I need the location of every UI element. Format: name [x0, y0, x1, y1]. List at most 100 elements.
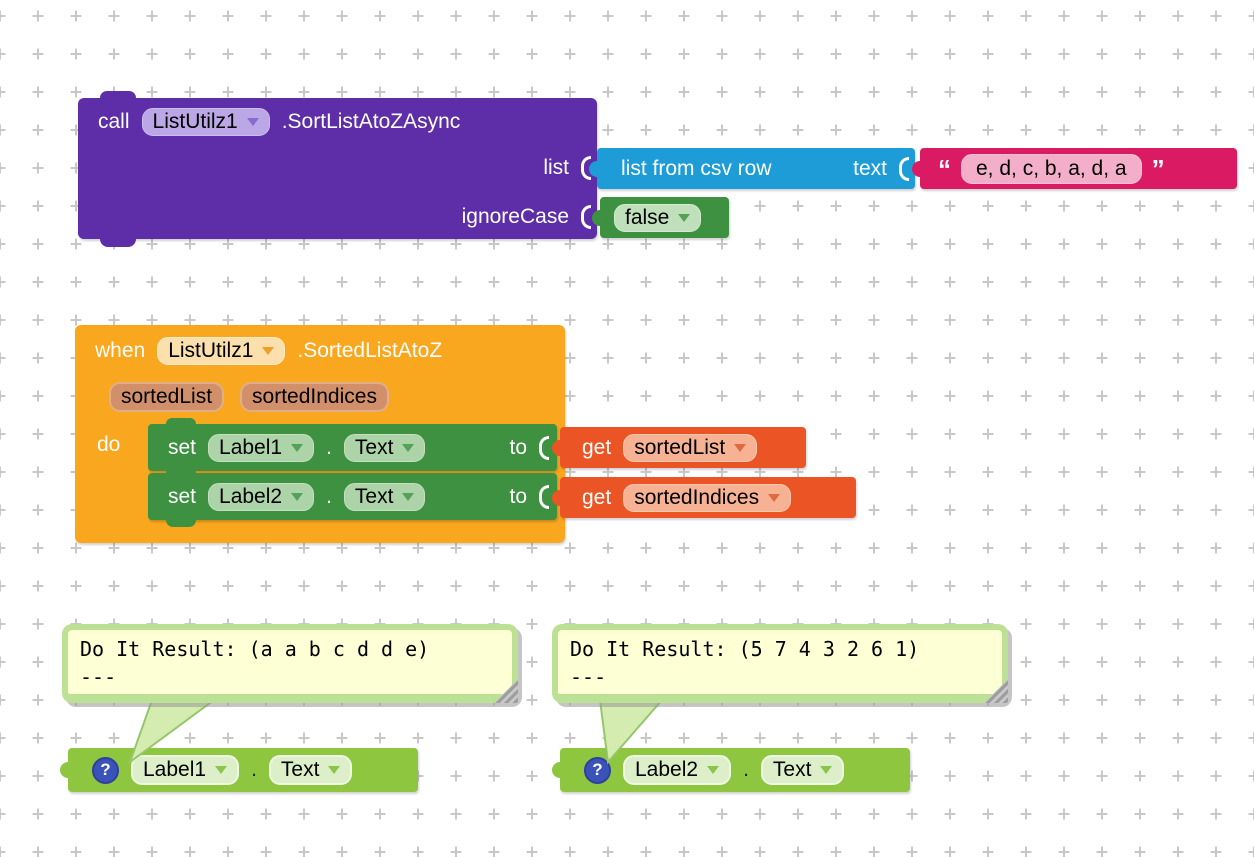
left-plug: [60, 762, 76, 778]
csv-row-label: list from csv row: [621, 156, 772, 180]
socket-icon: [581, 205, 591, 229]
dot-separator: .: [326, 484, 332, 508]
chevron-down-icon: [734, 443, 747, 452]
component-dropdown-label: Label2: [635, 758, 699, 781]
component-dropdown-label: Label1: [143, 758, 207, 781]
text-string-block[interactable]: “ e, d, c, b, a, d, a ”: [912, 148, 1237, 189]
component-dropdown-label: Label1: [219, 435, 283, 459]
do-label: do: [97, 433, 121, 456]
variable-dropdown[interactable]: sortedList: [623, 433, 758, 462]
top-notch: [166, 467, 196, 479]
chevron-down-icon: [328, 766, 341, 774]
get-keyword: get: [582, 435, 612, 459]
event-param-sortedindices[interactable]: sortedIndices: [240, 382, 389, 412]
set-label2-text-block[interactable]: set Label2 . Text to: [148, 467, 557, 527]
set-label1-text-block[interactable]: set Label1 . Text to: [148, 418, 557, 471]
property-dropdown[interactable]: Text: [268, 755, 353, 785]
call-sortlist-block[interactable]: call ListUtilz1 .SortListAtoZAsync list …: [78, 91, 597, 247]
component-dropdown-label: Label2: [219, 484, 283, 508]
bubble-text-line2: ---: [80, 665, 117, 689]
left-plug: [592, 209, 608, 226]
socket-icon: [581, 156, 591, 180]
dot-separator: .: [326, 435, 332, 459]
call-keyword: call: [98, 110, 130, 133]
help-icon[interactable]: ?: [92, 756, 119, 784]
variable-dropdown-label: sortedIndices: [634, 485, 760, 509]
chevron-down-icon: [291, 492, 304, 501]
component-dropdown-label: ListUtilz1: [168, 339, 254, 362]
left-plug: [912, 160, 928, 177]
property-dropdown-label: Text: [354, 435, 394, 459]
property-dropdown-label: Text: [280, 758, 320, 781]
bubble-text-line1: Do It Result: (5 7 4 3 2 6 1): [570, 637, 920, 661]
property-dropdown[interactable]: Text: [343, 433, 426, 462]
dot-separator: .: [251, 758, 257, 781]
chevron-down-icon: [820, 766, 833, 774]
chevron-down-icon: [707, 766, 720, 774]
get-sortedlist-block[interactable]: get sortedList: [552, 427, 806, 468]
to-label: to: [509, 484, 527, 508]
label1-text-getter-block[interactable]: ? Label1 . Text: [60, 748, 418, 792]
left-plug: [552, 762, 568, 778]
left-plug: [589, 160, 605, 177]
event-param-sortedlist[interactable]: sortedList: [109, 382, 225, 412]
doit-result-bubble-label1[interactable]: Do It Result: (a a b c d d e) ---: [62, 624, 518, 703]
bottom-tab: [100, 231, 136, 247]
param-pill-label: sortedIndices: [252, 385, 377, 408]
chevron-down-icon: [246, 118, 259, 126]
property-dropdown[interactable]: Text: [343, 482, 426, 511]
string-value: e, d, c, b, a, d, a: [976, 156, 1127, 180]
list-from-csv-row-block[interactable]: list from csv row text: [589, 148, 915, 189]
to-label: to: [509, 435, 527, 459]
chevron-down-icon: [402, 492, 415, 501]
set-keyword: set: [168, 484, 197, 508]
top-notch: [100, 91, 136, 105]
logic-false-block[interactable]: false: [592, 197, 729, 238]
variable-dropdown-label: sortedList: [634, 435, 726, 459]
socket-icon: [899, 156, 909, 181]
open-quote-icon: “: [938, 153, 951, 184]
component-dropdown[interactable]: ListUtilz1: [141, 108, 270, 136]
socket-icon: [539, 435, 549, 460]
get-sortedindices-block[interactable]: get sortedIndices: [552, 477, 856, 518]
property-dropdown[interactable]: Text: [760, 755, 845, 785]
component-dropdown[interactable]: Label2: [208, 482, 315, 511]
component-dropdown[interactable]: Label1: [208, 433, 315, 462]
left-plug: [552, 439, 568, 456]
set-keyword: set: [168, 435, 197, 459]
socket-icon: [539, 484, 549, 509]
csv-text-arg-label: text: [853, 156, 887, 180]
string-value-field[interactable]: e, d, c, b, a, d, a: [961, 153, 1142, 184]
chevron-down-icon: [402, 443, 415, 452]
param-label-ignorecase: ignoreCase: [461, 205, 569, 228]
bubble-text-line1: Do It Result: (a a b c d d e): [80, 637, 430, 661]
close-quote-icon: ”: [1151, 153, 1165, 184]
false-dropdown-label: false: [625, 205, 670, 229]
top-notch: [166, 418, 196, 430]
label2-text-getter-block[interactable]: ? Label2 . Text: [552, 748, 910, 792]
bubble-text-line2: ---: [570, 665, 607, 689]
property-dropdown-label: Text: [354, 484, 394, 508]
false-dropdown[interactable]: false: [614, 203, 702, 232]
variable-dropdown[interactable]: sortedIndices: [623, 483, 792, 512]
get-keyword: get: [582, 485, 612, 509]
param-label-list: list: [543, 156, 569, 179]
chevron-down-icon: [262, 347, 275, 355]
method-label: .SortListAtoZAsync: [281, 110, 461, 133]
event-label: .SortedListAtoZ: [297, 339, 443, 362]
left-plug: [552, 489, 568, 506]
chevron-down-icon: [678, 213, 691, 222]
component-dropdown[interactable]: ListUtilz1: [157, 337, 286, 365]
component-dropdown-label: ListUtilz1: [152, 110, 238, 133]
param-pill-label: sortedList: [121, 385, 213, 408]
chevron-down-icon: [768, 493, 781, 502]
doit-result-bubble-label2[interactable]: Do It Result: (5 7 4 3 2 6 1) ---: [552, 624, 1008, 703]
chevron-down-icon: [215, 766, 228, 774]
chevron-down-icon: [291, 443, 304, 452]
help-icon[interactable]: ?: [584, 756, 611, 784]
component-dropdown[interactable]: Label2: [623, 755, 732, 785]
bottom-tab: [166, 513, 196, 527]
when-keyword: when: [95, 339, 146, 362]
component-dropdown[interactable]: Label1: [131, 755, 240, 785]
property-dropdown-label: Text: [772, 758, 812, 781]
